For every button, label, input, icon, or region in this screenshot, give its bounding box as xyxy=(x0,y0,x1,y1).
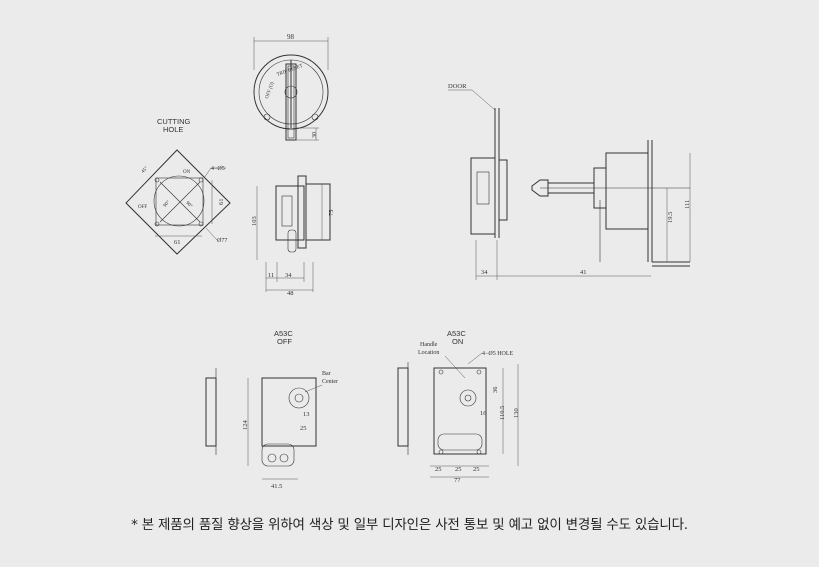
dim-61-b: 61 xyxy=(218,199,225,206)
hole-4-5-small: 4−Ø5 xyxy=(211,166,225,172)
dim-25-c: 25 xyxy=(473,466,480,473)
dia-77: Ø77 xyxy=(217,238,227,244)
dim-36: 36 xyxy=(492,386,499,393)
dim-11: 11 xyxy=(268,272,274,279)
a53c-off-title: A53C xyxy=(274,329,293,338)
knob-text-off: OFF (O) xyxy=(265,81,276,99)
dim-75: 75 xyxy=(328,210,335,217)
dim-103: 103 xyxy=(251,216,258,226)
cutting-hole-view: CUTTING HOLE ON OFF 4−Ø5 61 61 Ø77 90° 9… xyxy=(125,117,231,255)
bar-center-2: Center xyxy=(322,379,338,385)
handle-location-1: Handle xyxy=(420,342,438,348)
handle-location-2: Location xyxy=(418,350,439,356)
hole-4-5: 4−Ø5 HOLE xyxy=(482,351,514,357)
dim-25-a: 25 xyxy=(435,466,442,473)
dim-19-5: 19.5 xyxy=(667,212,674,223)
cutting-label-1: CUTTING xyxy=(157,117,190,126)
dim-13: 13 xyxy=(303,411,310,418)
dim-25-b: 25 xyxy=(455,466,462,473)
dim-130: 130 xyxy=(513,408,520,418)
deg-2: 90° xyxy=(184,201,192,209)
dim-98: 98 xyxy=(287,33,295,41)
footnote: * 본 제품의 품질 향상을 위하여 색상 및 일부 디자인은 사전 통보 및 … xyxy=(131,517,688,533)
door-label: DOOR xyxy=(448,83,467,90)
a53c-on-state: ON xyxy=(452,337,463,346)
dim-48: 48 xyxy=(287,290,294,297)
technical-drawing: 98 TRIP RESET OFF (O) 30 CUTTING HOLE ON… xyxy=(125,33,691,490)
off-label: OFF xyxy=(138,205,147,210)
dim-41: 41 xyxy=(580,269,587,276)
side-view: 103 75 11 34 48 xyxy=(251,175,335,297)
dim-34-b: 34 xyxy=(481,269,488,276)
deg-1: 90° xyxy=(163,200,171,208)
dim-110-5: 110.5 xyxy=(499,406,506,420)
a53c-off-state: OFF xyxy=(277,337,292,346)
dim-61-a: 61 xyxy=(174,239,181,246)
top-front-view: 98 TRIP RESET OFF (O) 30 xyxy=(253,33,329,141)
dim-41-5: 41.5 xyxy=(271,483,282,490)
dim-124: 124 xyxy=(242,420,249,431)
dim-25-off: 25 xyxy=(300,425,307,432)
a53c-on-title: A53C xyxy=(447,329,466,338)
dim-34: 34 xyxy=(285,272,292,279)
a53c-off-view: A53C OFF 124 Bar Center 13 25 41.5 xyxy=(205,329,338,490)
dim-77: 77 xyxy=(454,477,461,484)
dim-111: 111 xyxy=(684,200,691,209)
dim-30: 30 xyxy=(312,132,318,138)
assembly-view: DOOR 34 41 111 19.5 xyxy=(448,83,691,280)
dim-16: 16 xyxy=(480,410,487,417)
a53c-on-view: A53C ON Handle Location 4−Ø5 HOLE 36 16 … xyxy=(397,329,520,484)
bar-center-1: Bar xyxy=(322,371,331,377)
deg-3: 45° xyxy=(141,166,149,174)
on-label: ON xyxy=(183,170,191,175)
cutting-label-2: HOLE xyxy=(163,125,183,134)
